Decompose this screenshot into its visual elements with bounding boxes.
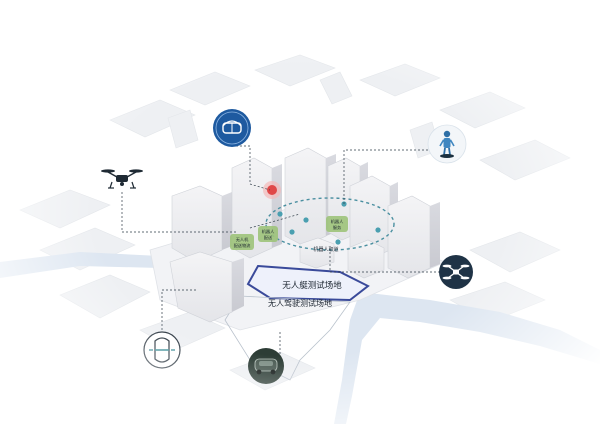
tag-left-line1: 无人机 (236, 236, 249, 243)
vr-headset-icon (213, 109, 251, 147)
river-right (334, 292, 600, 424)
tag-right: 机器人 服务 (326, 216, 348, 232)
autonomous-car-icon (248, 348, 284, 384)
tag-mid: 机器人 配送 (258, 226, 278, 242)
alert-beacon (263, 181, 281, 199)
boat-test-field-label: 无人艇测试场地 (282, 280, 342, 291)
tag-right-line2: 服务 (333, 224, 342, 231)
tag-mid-line1: 机器人 (262, 228, 275, 235)
tag-mid-line2: 配送 (264, 234, 273, 241)
tag-left-line2: 配送物流 (234, 242, 252, 249)
tag-left: 无人机 配送物流 (230, 234, 254, 250)
humanoid-robot-icon (427, 124, 467, 164)
river-left (0, 252, 160, 278)
robot-corridor-label: 机器人取道 (313, 246, 338, 253)
tag-right-line1: 机器人 (331, 218, 344, 225)
drone-quadcopter-icon (101, 169, 143, 189)
drone-top-view-icon (439, 255, 473, 289)
drive-test-field-label: 无人驾驶测试场地 (268, 298, 332, 308)
unmanned-boat-icon (143, 331, 181, 369)
